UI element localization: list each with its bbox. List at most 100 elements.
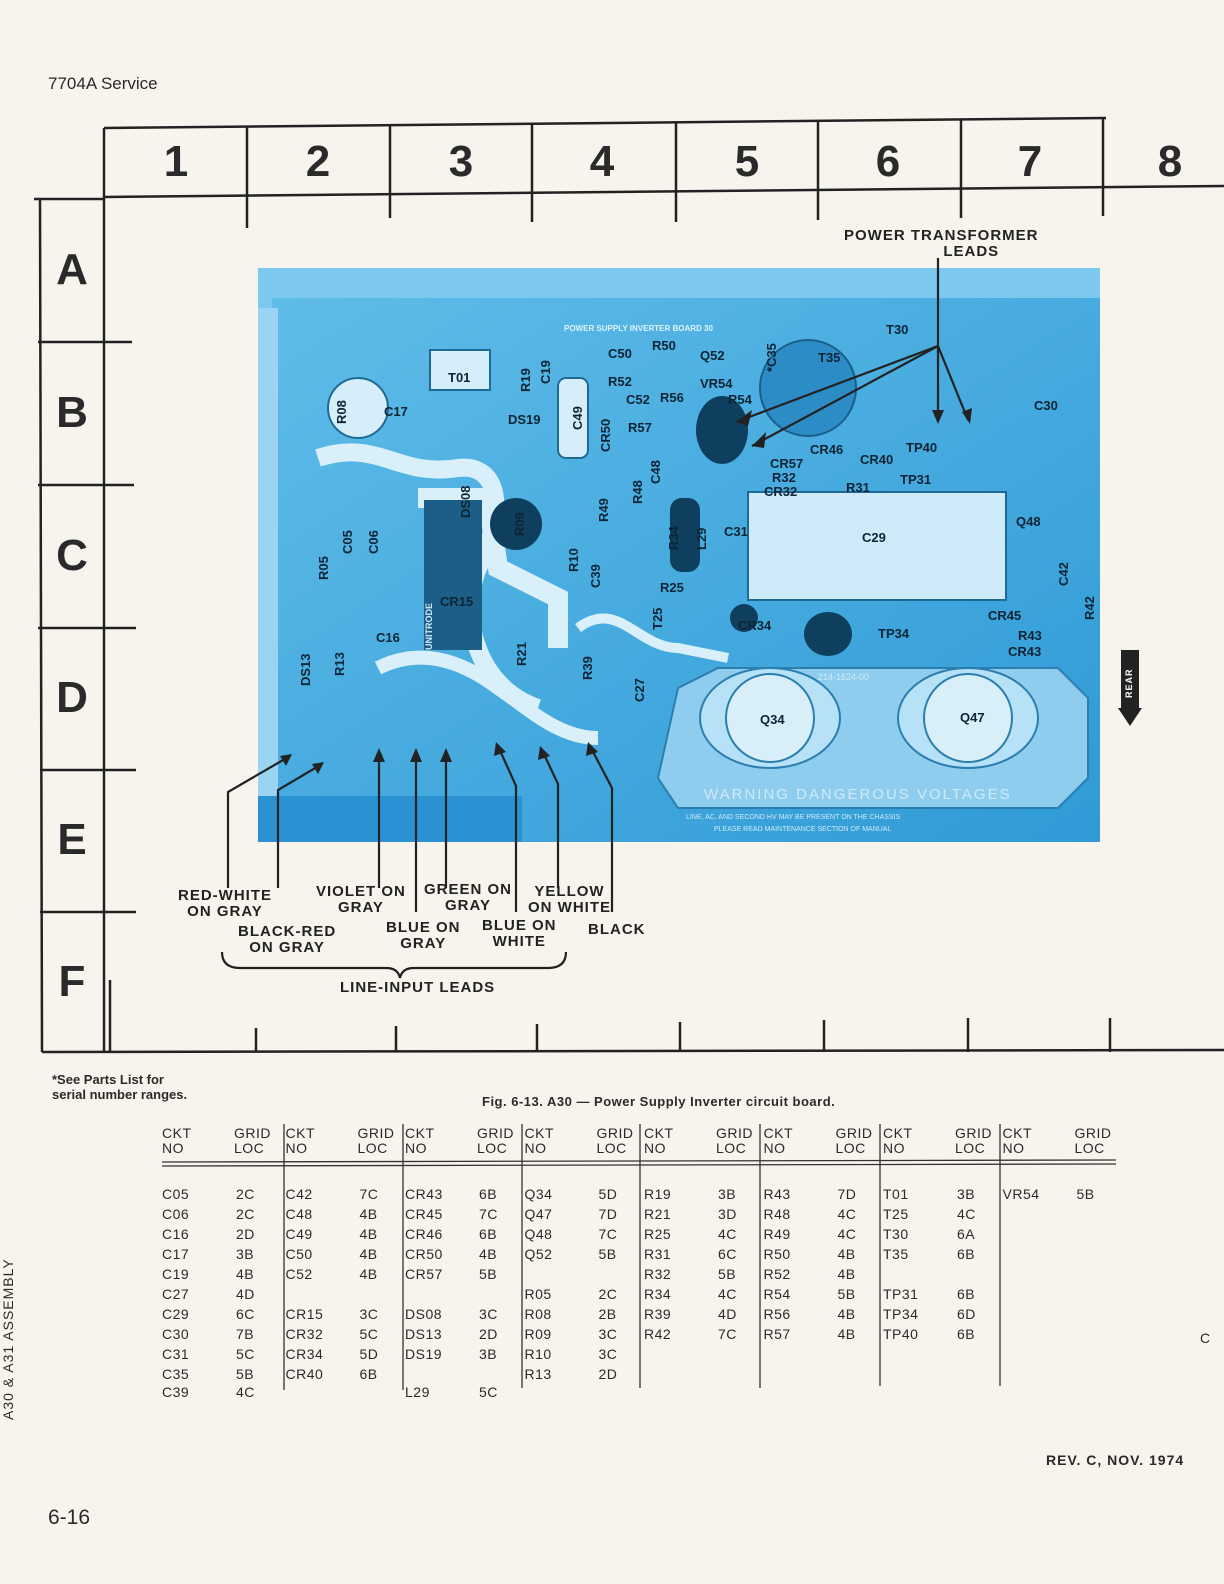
- grid-row-f: F: [58, 957, 86, 1006]
- table-header-loc: LOC: [357, 1140, 388, 1156]
- table-ckt-no: R42: [644, 1326, 672, 1342]
- component-label: CR57: [770, 456, 804, 471]
- component-label: C17: [384, 404, 408, 419]
- table-ckt-no: R57: [763, 1326, 791, 1342]
- table-header-no: NO: [883, 1140, 905, 1156]
- grid-row-d: D: [56, 673, 88, 722]
- table-ckt-no: R50: [763, 1246, 791, 1262]
- table-header-ckt: CKT: [285, 1125, 315, 1141]
- table-ckt-no: DS19: [405, 1346, 443, 1362]
- table-grid-loc: 3D: [718, 1206, 737, 1222]
- table-ckt-no: C30: [162, 1326, 190, 1342]
- table-header-ckt: CKT: [763, 1125, 793, 1141]
- component-label: C16: [376, 630, 400, 645]
- table-header-no: NO: [524, 1140, 547, 1156]
- table-ckt-no: CR34: [285, 1346, 324, 1362]
- table-ckt-no: C39: [162, 1384, 190, 1400]
- table-grid-loc: 4C: [837, 1206, 857, 1222]
- table-grid-loc: 2B: [598, 1306, 617, 1322]
- table-ckt-no: R43: [763, 1186, 791, 1202]
- table-ckt-no: Q52: [524, 1246, 553, 1262]
- edge-letter: C: [1200, 1330, 1211, 1346]
- table-ckt-no: R34: [644, 1286, 672, 1302]
- table-ckt-no: R39: [644, 1306, 672, 1322]
- component-label: CR15: [440, 594, 474, 609]
- component-label: Q52: [700, 348, 725, 363]
- callout-yellow-line2: ON WHITE: [528, 899, 611, 916]
- component-label: T01: [448, 370, 471, 385]
- component-label: CR45: [988, 608, 1022, 623]
- component-label: CR32: [764, 484, 798, 499]
- table-grid-loc: 5C: [236, 1346, 255, 1362]
- board-warning-sub2: PLEASE READ MAINTENANCE SECTION OF MANUA…: [714, 826, 892, 833]
- component-label: C30: [1034, 398, 1058, 413]
- table-header-no: NO: [644, 1140, 666, 1156]
- component-label: T35: [818, 350, 841, 365]
- table-ckt-no: R09: [524, 1326, 552, 1342]
- table-grid-loc: 4B: [837, 1326, 856, 1342]
- table-grid-loc: 3C: [598, 1326, 618, 1342]
- table-ckt-no: R10: [524, 1346, 552, 1362]
- callout-violet: VIOLET ON GRAY: [316, 884, 406, 916]
- table-ckt-no: R13: [524, 1366, 552, 1382]
- board-silkscreen-title: POWER SUPPLY INVERTER BOARD 30: [564, 324, 713, 333]
- table-header-grid: GRID: [1074, 1125, 1112, 1141]
- component-label: R32: [772, 470, 796, 485]
- table-header-grid: GRID: [357, 1125, 395, 1141]
- circuit-board-photo: POWER SUPPLY INVERTER BOARD 30 WARNING D…: [258, 268, 1100, 842]
- table-grid-loc: 5B: [837, 1286, 856, 1302]
- table-ckt-no: C17: [162, 1246, 190, 1262]
- callout-power-transformer-line1: POWER TRANSFORMER: [844, 227, 1039, 244]
- table-grid-loc: 6B: [957, 1326, 976, 1342]
- table-ckt-no: CR43: [405, 1186, 443, 1202]
- table-grid-loc: 2C: [236, 1206, 255, 1222]
- component-label: R31: [846, 480, 870, 495]
- table-ckt-no: L29: [405, 1384, 430, 1400]
- component-label: R25: [660, 580, 684, 595]
- table-ckt-no: C27: [162, 1286, 190, 1302]
- table-grid-loc: 4B: [837, 1306, 856, 1322]
- table-grid-loc: 4C: [718, 1226, 737, 1242]
- table-grid-loc: 4D: [718, 1306, 737, 1322]
- table-grid-loc: 6B: [479, 1186, 498, 1202]
- component-label: C50: [608, 346, 632, 361]
- component-label: CR34: [738, 618, 772, 633]
- table-ckt-no: CR50: [405, 1246, 443, 1262]
- table-grid-loc: 4C: [837, 1226, 857, 1242]
- table-ckt-no: T35: [883, 1246, 909, 1262]
- table-ckt-no: R31: [644, 1246, 672, 1262]
- callout-black-red: BLACK-RED ON GRAY: [238, 924, 336, 956]
- callout-line-input-leads: LINE-INPUT LEADS: [340, 979, 496, 996]
- table-grid-loc: 5D: [359, 1346, 379, 1362]
- grid-row-b: B: [56, 388, 88, 437]
- callout-blue-gray-line1: BLUE ON: [386, 919, 461, 936]
- table-header-loc: LOC: [477, 1140, 508, 1156]
- table-ckt-no: CR57: [405, 1266, 443, 1282]
- table-grid-loc: 5B: [236, 1366, 255, 1382]
- callout-blue-white: BLUE ON WHITE: [482, 918, 557, 950]
- table-header-loc: LOC: [1074, 1140, 1105, 1156]
- component-label: C52: [626, 392, 650, 407]
- revision-note: REV. C, NOV. 1974: [1046, 1452, 1185, 1468]
- table-grid-loc: 4B: [359, 1206, 378, 1222]
- board-warning-sub1: LINE, AC, AND SECOND HV MAY BE PRESENT O…: [686, 814, 901, 821]
- table-grid-loc: 2D: [598, 1366, 618, 1382]
- table-ckt-no: DS13: [405, 1326, 443, 1342]
- table-ckt-no: Q47: [524, 1206, 553, 1222]
- grid-column-4: 4: [589, 137, 615, 186]
- table-grid-loc: 4B: [236, 1266, 255, 1282]
- table-grid-loc: 4B: [479, 1246, 498, 1262]
- grid-column-1: 1: [163, 137, 189, 186]
- grid-column-8: 8: [1157, 137, 1183, 186]
- table-ckt-no: C31: [162, 1346, 190, 1362]
- component-label: R43: [1018, 628, 1042, 643]
- table-header-grid: GRID: [234, 1125, 271, 1141]
- callout-power-transformer-line2: LEADS: [943, 243, 1000, 260]
- table-ckt-no: R08: [524, 1306, 552, 1322]
- component-label: R54: [728, 392, 752, 407]
